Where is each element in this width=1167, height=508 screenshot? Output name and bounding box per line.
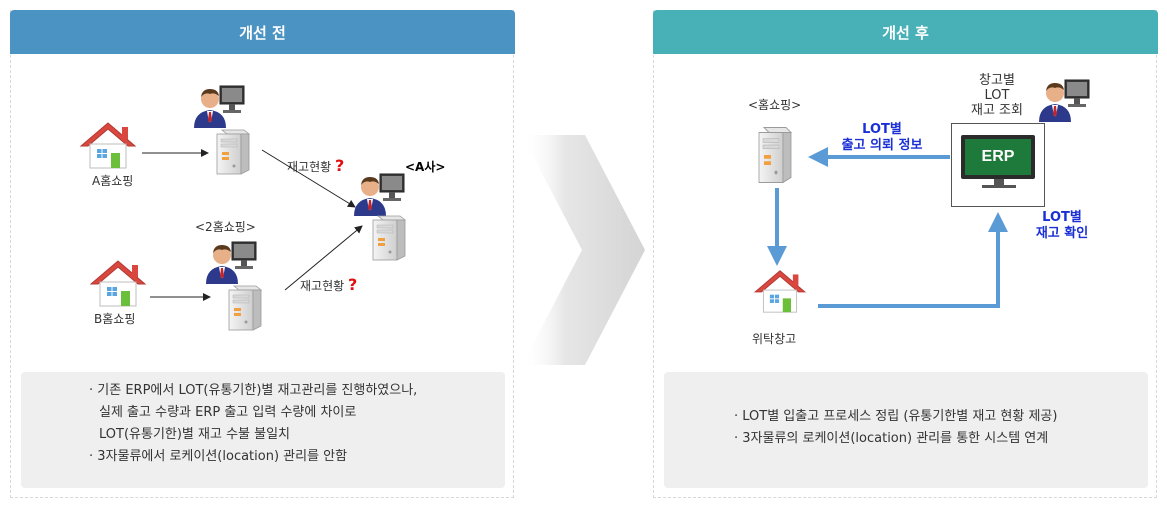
consign-warehouse-label: 위탁창고 [752,332,797,346]
lot-out-callout: LOT별 출고 의뢰 정보 [832,122,932,154]
house-icon [752,268,808,314]
erp-label: ERP [965,139,1031,175]
lot-out-line2: 출고 의뢰 정보 [841,138,923,153]
question-mark-icon: ? [335,156,345,175]
before-note-2: 실제 출고 수량과 ERP 출고 입력 수량에 차이로 [99,405,357,420]
house-icon [88,258,148,308]
stock-query-text: 재고현황 [300,279,345,293]
warehouse-stock-view: 창고별 LOT 재고 조회 [965,73,1029,118]
stock-query-text: 재고현황 [287,160,332,174]
lot-check-callout: LOT별 재고 확인 [1022,210,1102,242]
after-header: 개선 후 [653,10,1158,54]
server-icon [216,128,250,176]
server-icon [228,284,262,332]
company-tag: <A사> [405,160,446,174]
lot-check-line2: 재고 확인 [1035,226,1089,241]
lot-out-line1: LOT별 [862,122,902,137]
before-note-3: LOT(유통기한)별 재고 수불 불일치 [99,427,291,442]
before-note-1: · 기존 ERP에서 LOT(유통기한)별 재고관리를 진행하였으나, [89,383,418,398]
before-header: 개선 전 [10,10,515,54]
before-notes: · 기존 ERP에서 LOT(유통기한)별 재고관리를 진행하였으나, 실제 출… [21,372,505,488]
after-notes: · LOT별 입출고 프로세스 정립 (유통기한별 재고 현황 제공) · 3자… [664,372,1148,488]
house-icon [78,120,138,170]
person-icon [190,82,250,130]
stock-query-1: 재고현황 ? [287,156,344,175]
lot-check-line1: LOT별 [1042,210,1082,225]
shop-b-label: B홈쇼핑 [94,312,136,326]
person-icon [350,170,410,218]
person-icon [202,238,262,286]
before-note-4: · 3자물류에서 로케이션(location) 관리를 안함 [89,449,348,464]
shop-tag: <홈쇼핑> [748,98,802,112]
shop-2-tag: <2홈쇼핑> [195,220,256,234]
after-panel: 개선 후 · LOT별 입출고 프로세스 정립 (유통기한별 재고 현황 제공)… [653,10,1158,498]
after-note-1: · LOT별 입출고 프로세스 정립 (유통기한별 재고 현황 제공) [734,409,1058,424]
erp-system-box: ERP [951,123,1045,207]
stock-view-label: 재고 조회 [971,103,1023,118]
server-icon [372,214,406,262]
monitor-icon: ERP [961,135,1035,179]
before-panel: 개선 전 · 기존 ERP에서 LOT(유통기한)별 재고관리를 진행하였으나,… [10,10,515,498]
stock-query-2: 재고현황 ? [300,275,357,294]
warehouse-label: 창고별 [979,73,1015,88]
lot-label: LOT [984,88,1010,103]
shop-a-label: A홈쇼핑 [92,174,134,188]
question-mark-icon: ? [348,275,358,294]
server-icon [758,125,792,185]
after-note-2: · 3자물류의 로케이션(location) 관리를 통한 시스템 연계 [734,431,1049,446]
person-icon [1035,76,1095,124]
